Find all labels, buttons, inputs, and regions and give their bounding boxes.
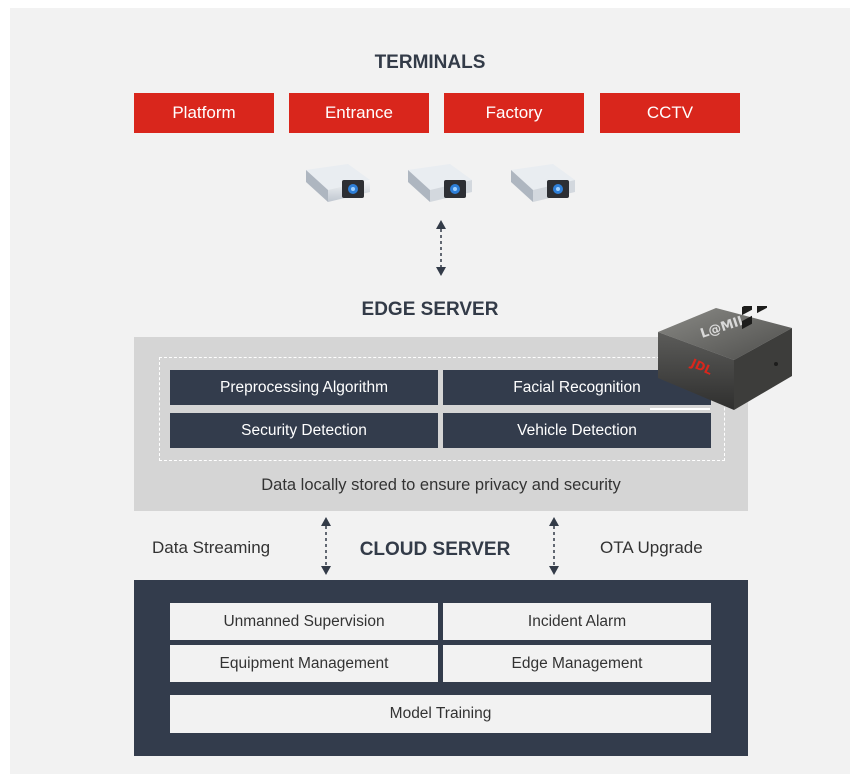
camera-icon [306, 164, 370, 202]
ota-upgrade-label: OTA Upgrade [600, 538, 703, 557]
edge-privacy-note: Data locally stored to ensure privacy an… [261, 476, 621, 494]
terminal-entrance: Entrance [289, 93, 429, 133]
bidirectional-arrow-icon [321, 517, 331, 575]
terminals-heading: TERMINALS [374, 52, 486, 73]
bidirectional-arrow-icon [436, 220, 446, 276]
device-overlay-line [650, 408, 710, 410]
terminal-cctv: CCTV [600, 93, 740, 133]
cloud-server-heading: CLOUD SERVER [359, 539, 511, 560]
terminal-platform: Platform [134, 93, 274, 133]
camera-icon [511, 164, 575, 202]
edge-module: Preprocessing Algorithm [170, 370, 438, 405]
edge-module: Vehicle Detection [443, 413, 711, 448]
data-streaming-label: Data Streaming [152, 538, 271, 557]
cloud-module: Edge Management [443, 645, 711, 682]
terminal-factory: Factory [444, 93, 584, 133]
edge-server-heading: EDGE SERVER [361, 299, 499, 320]
camera-icon [408, 164, 472, 202]
cloud-module-wide: Model Training [170, 695, 711, 733]
cloud-module: Unmanned Supervision [170, 603, 438, 640]
bidirectional-arrow-icon [549, 517, 559, 575]
edge-modules-frame [159, 357, 725, 461]
edge-device-image: L@MII JDL [658, 306, 792, 410]
edge-module: Security Detection [170, 413, 438, 448]
cloud-module: Incident Alarm [443, 603, 711, 640]
cloud-module: Equipment Management [170, 645, 438, 682]
